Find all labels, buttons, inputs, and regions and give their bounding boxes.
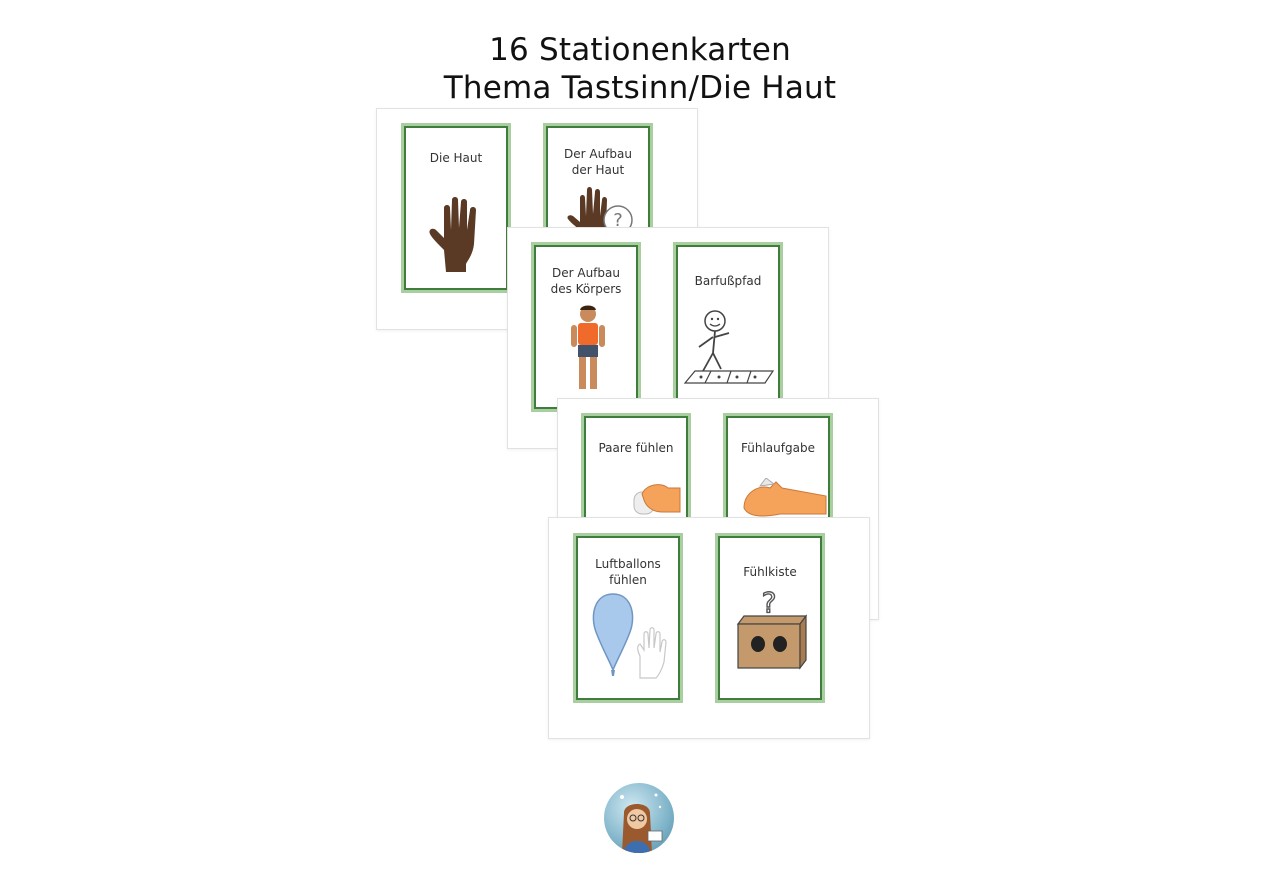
station-card-barfusspfad: Barfußpfad xyxy=(673,242,783,412)
card-label: Barfußpfad xyxy=(694,274,762,288)
card-label: Fühlaufgabe xyxy=(741,441,815,455)
page-title-line-2: Thema Tastsinn/Die Haut xyxy=(443,70,837,106)
hand-icon xyxy=(429,197,476,272)
page-title-line-1: 16 Stationenkarten xyxy=(489,32,791,68)
boy-body-icon xyxy=(571,305,605,389)
hand-grab-icon xyxy=(743,478,827,517)
station-card-die-haut: Die Haut xyxy=(401,123,511,293)
author-avatar-icon xyxy=(604,783,674,853)
card-label: Paare fühlen xyxy=(598,441,674,455)
station-card-fuehlkiste: Fühlkiste ? xyxy=(715,533,825,703)
svg-text:?: ? xyxy=(762,586,777,619)
card-label: Fühlkiste xyxy=(743,565,797,579)
feeling-box-icon: ? xyxy=(736,585,808,670)
svg-text:?: ? xyxy=(613,210,623,231)
barefoot-path-icon xyxy=(683,310,775,384)
balloon-icon xyxy=(592,593,667,679)
hand-feeling-icon xyxy=(633,484,681,515)
card-label: Die Haut xyxy=(429,151,483,165)
